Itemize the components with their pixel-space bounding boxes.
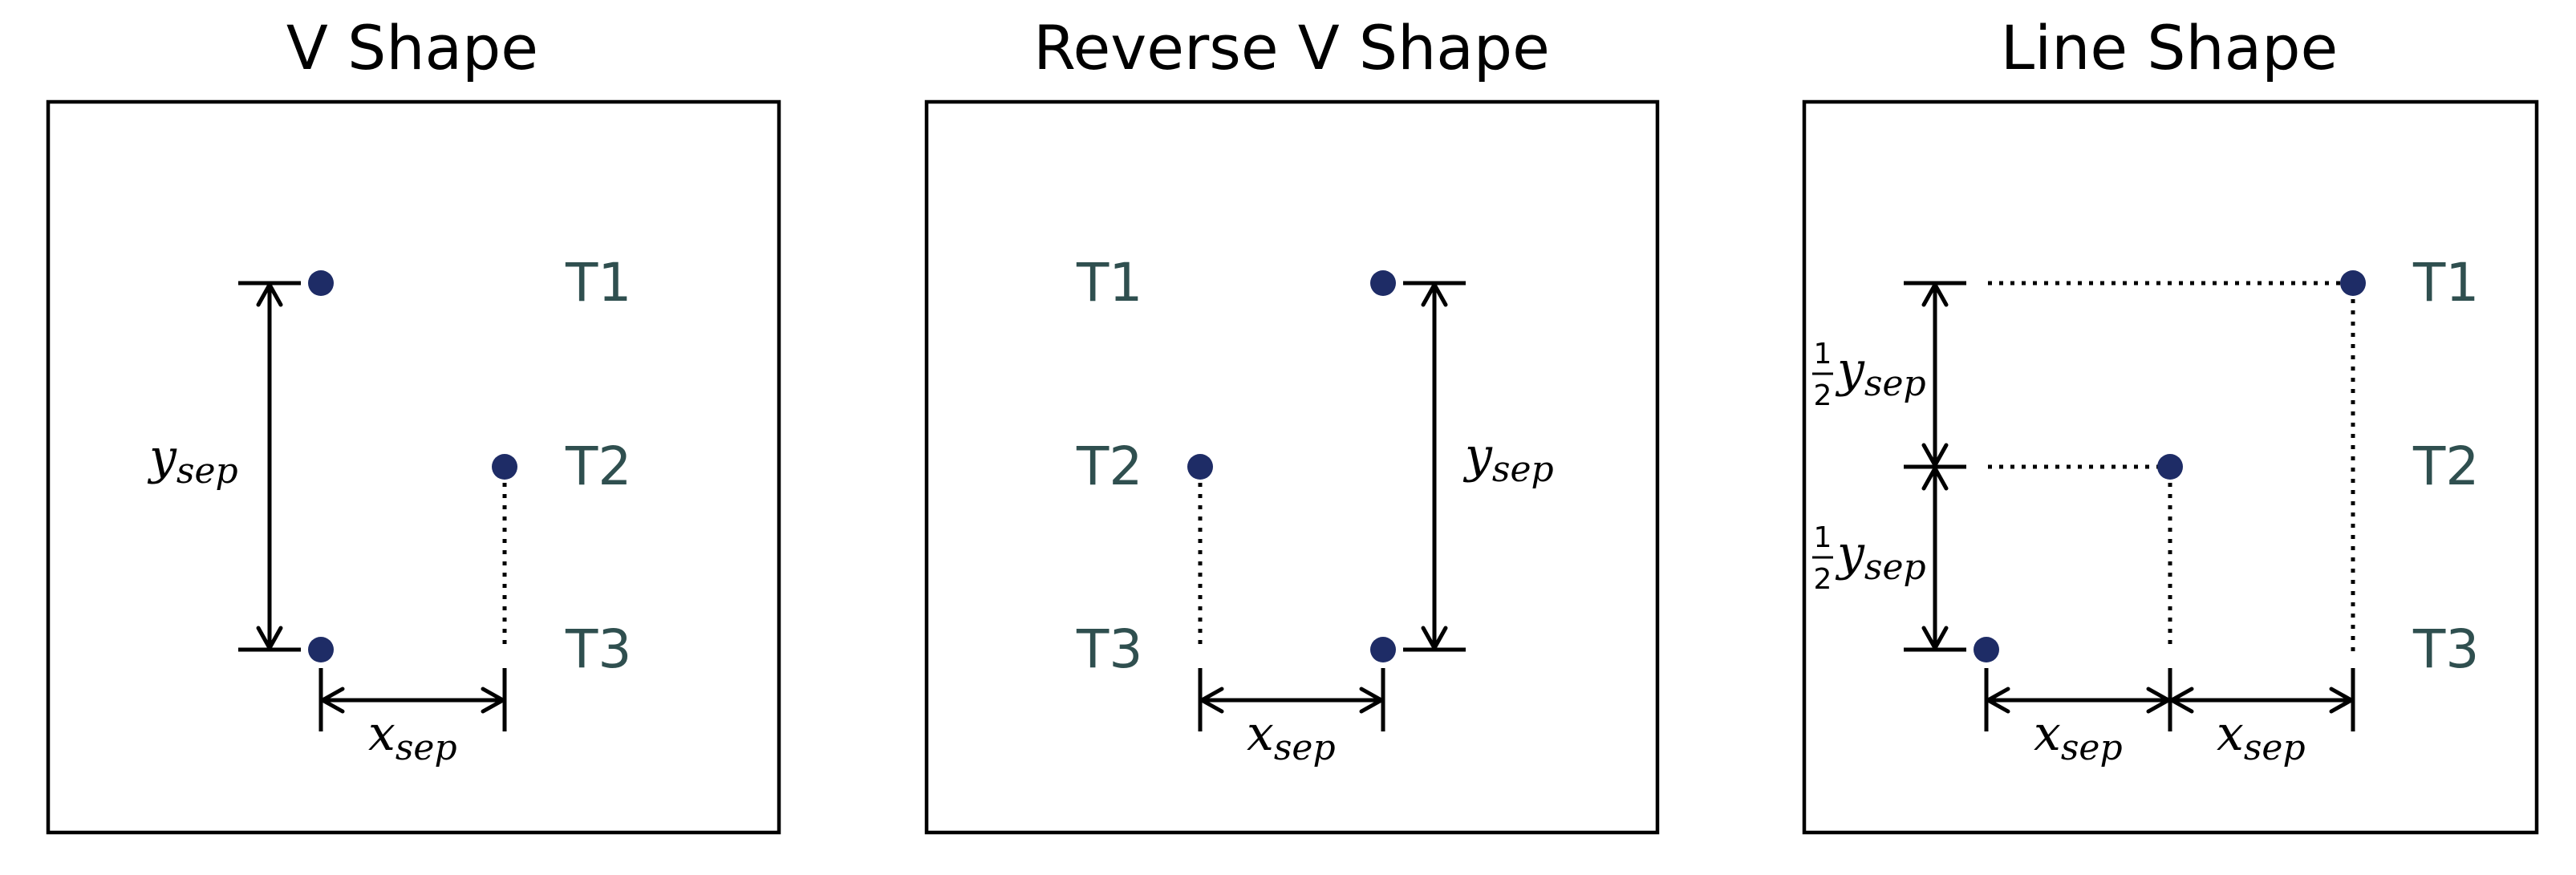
- panel-title: V Shape: [286, 12, 538, 83]
- target-label-t3: T3: [1076, 618, 1142, 680]
- panel-v-shape: V Shape ysep xsep T1 T2 T3: [46, 12, 781, 835]
- y-sep-label: ysep: [147, 429, 238, 492]
- arrowhead-left: [1986, 687, 2010, 714]
- y-sep-label: ysep: [1462, 427, 1554, 490]
- panel-frame: [924, 99, 1660, 835]
- arrowhead-right: [2146, 687, 2171, 714]
- arrowhead-up: [1921, 466, 1949, 491]
- panel-title: Line Shape: [2001, 12, 2339, 83]
- arrowhead-up: [1421, 282, 1448, 307]
- panel-frame: [46, 99, 781, 835]
- target-marker: [2157, 454, 2183, 480]
- target-marker: [1974, 637, 1999, 662]
- panel-line-shape: Line Shape 1 2 ysep 1 2 ysep: [1802, 12, 2539, 835]
- fraction-numerator: 1: [1814, 521, 1832, 554]
- target-marker: [2340, 270, 2366, 296]
- half-y-sep-label: 1 2 ysep: [1812, 521, 1926, 596]
- target-label-t1: T1: [1076, 252, 1142, 314]
- half-y-sep-label: 1 2 ysep: [1812, 338, 1926, 412]
- arrowhead-down: [1921, 443, 1949, 468]
- panel-reverse-v-shape: Reverse V Shape ysep xsep T1 T2 T3: [924, 12, 1660, 835]
- panel-title: Reverse V Shape: [1033, 12, 1550, 83]
- x-sep-label: xsep: [2217, 706, 2306, 768]
- half-y-sep-variable: ysep: [1835, 525, 1926, 588]
- arrowhead-down: [256, 626, 283, 650]
- fraction-numerator: 1: [1814, 338, 1832, 371]
- arrowhead-right: [481, 687, 505, 714]
- target-label-t2: T2: [1076, 435, 1142, 497]
- arrowhead-up: [256, 282, 283, 307]
- arrowhead-left: [2169, 687, 2194, 714]
- arrowhead-left: [1199, 687, 1224, 714]
- arrowhead-down: [1421, 626, 1448, 650]
- arrowhead-down: [1921, 626, 1949, 650]
- target-marker: [492, 454, 517, 480]
- fraction-denominator: 2: [1814, 563, 1832, 596]
- arrowhead-left: [320, 687, 345, 714]
- arrowhead-up: [1921, 282, 1949, 307]
- half-y-sep-variable: ysep: [1835, 342, 1926, 404]
- target-marker: [1370, 637, 1396, 662]
- target-label-t2: T2: [565, 435, 631, 497]
- fraction-denominator: 2: [1814, 379, 1832, 412]
- arrowhead-right: [1359, 687, 1384, 714]
- x-sep-label: xsep: [2034, 706, 2123, 768]
- target-label-t3: T3: [565, 618, 631, 680]
- x-sep-label: xsep: [368, 706, 457, 768]
- target-label-t3: T3: [2412, 618, 2479, 680]
- target-label-t1: T1: [565, 252, 631, 314]
- target-label-t2: T2: [2412, 435, 2479, 497]
- arrowhead-right: [2329, 687, 2354, 714]
- panel-frame: [1802, 99, 2539, 835]
- target-marker: [1187, 454, 1213, 480]
- target-label-t1: T1: [2412, 252, 2479, 314]
- target-marker: [308, 270, 334, 296]
- x-sep-label: xsep: [1247, 706, 1336, 768]
- target-marker: [1370, 270, 1396, 296]
- target-marker: [308, 637, 334, 662]
